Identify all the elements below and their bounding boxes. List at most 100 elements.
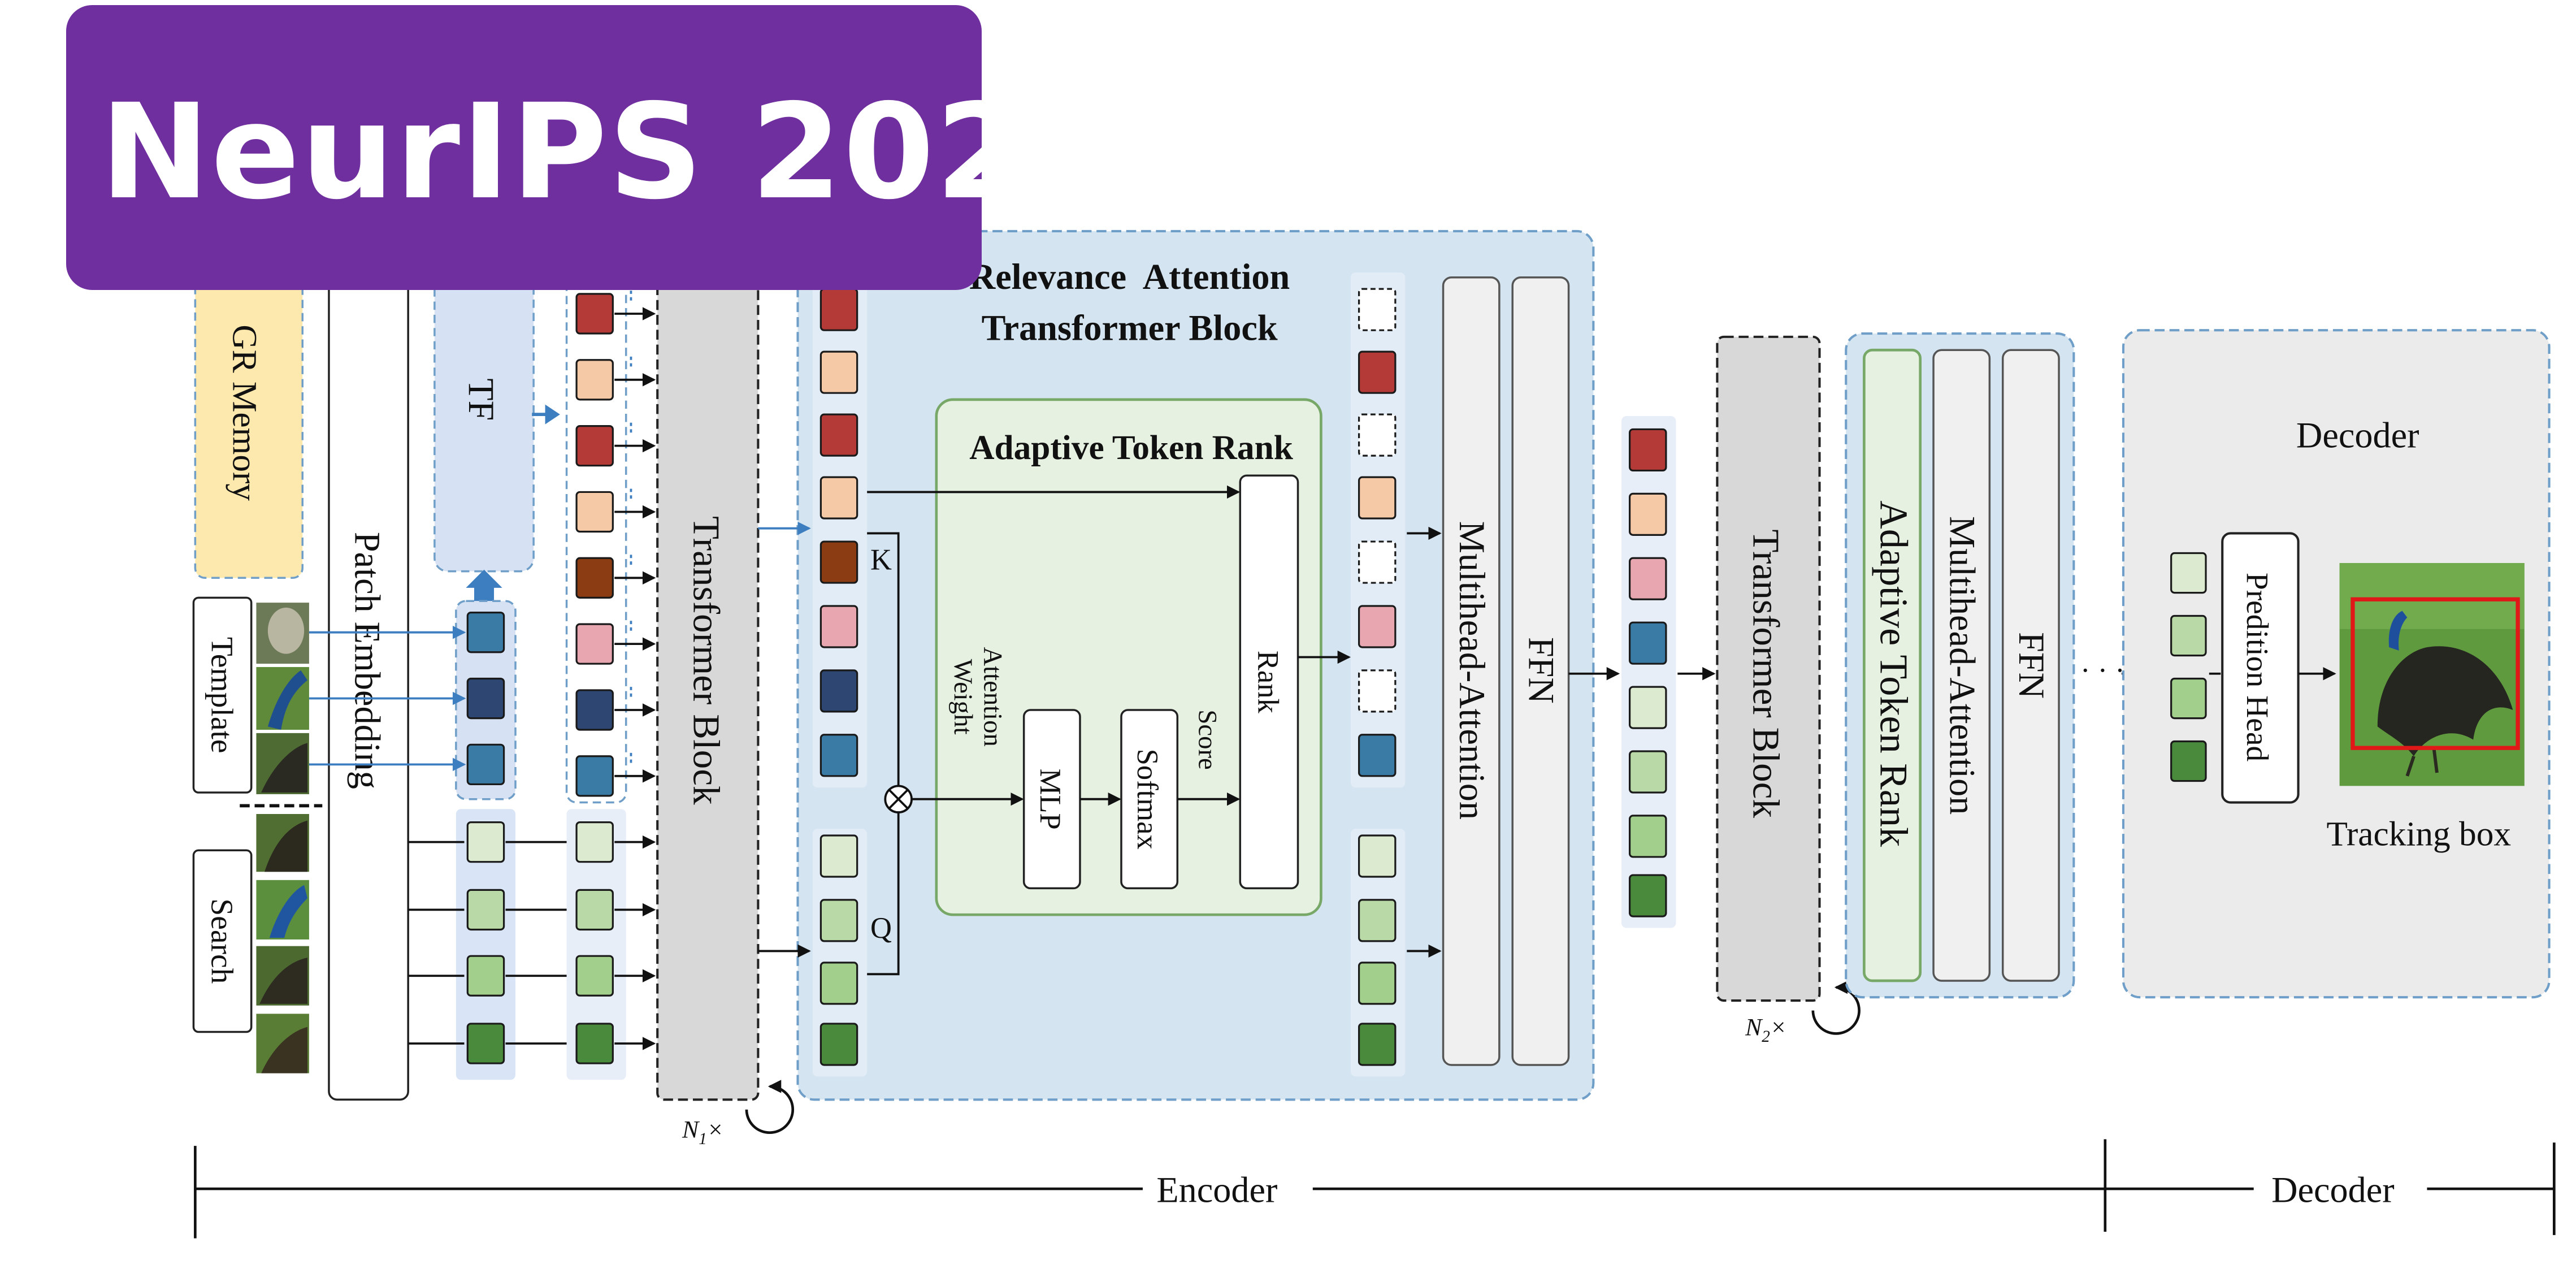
template-token-2 bbox=[466, 677, 505, 720]
decoder-tokens bbox=[2170, 552, 2207, 782]
tracking-box-label: Tracking box bbox=[2327, 815, 2512, 853]
output-token-1 bbox=[1629, 428, 1667, 472]
n1-label: N1× bbox=[682, 1116, 723, 1148]
rat-input-token-5 bbox=[819, 540, 858, 584]
rat-input-token-7 bbox=[819, 669, 858, 713]
multihead-attention-2-box bbox=[1932, 349, 1991, 982]
pruned-token-5 bbox=[1358, 540, 1397, 584]
tf-label: TF bbox=[461, 378, 501, 421]
pruned-token-1 bbox=[1358, 288, 1397, 331]
ffn-label: FFN bbox=[1521, 637, 1561, 704]
attention-weight-label-line1: Attention bbox=[978, 647, 1008, 746]
token-col2-7 bbox=[575, 689, 614, 731]
attention-weight-label-line2: Weight bbox=[948, 659, 978, 735]
decoder-box bbox=[2122, 329, 2551, 999]
transformer-block-2-box bbox=[1716, 335, 1821, 1002]
score-label: Score bbox=[1192, 709, 1222, 769]
token-col2-8 bbox=[575, 755, 614, 797]
transformer-block-2-label: Transformer Block bbox=[1745, 529, 1788, 818]
output-token-3 bbox=[1629, 557, 1667, 600]
template-patches bbox=[256, 603, 309, 794]
token-col2-1 bbox=[575, 293, 614, 335]
gr-memory-label: GR Memory bbox=[225, 324, 264, 501]
rat-title-line2: Transformer Block bbox=[982, 308, 1278, 348]
tf-up-arrow bbox=[466, 569, 502, 601]
rat-input-token-10 bbox=[819, 899, 858, 942]
rat-input-token-4 bbox=[819, 476, 858, 519]
ranked-token-bg bbox=[1350, 272, 1406, 788]
search-token-4 bbox=[466, 1023, 505, 1064]
rat-input-token-3 bbox=[819, 413, 858, 457]
output-token-5 bbox=[1629, 686, 1667, 729]
ffn-2-label: FFN bbox=[2011, 632, 2052, 699]
ranked-token-12 bbox=[1358, 1023, 1397, 1066]
token-col2-4 bbox=[575, 491, 614, 533]
decoder-axis-label: Decoder bbox=[2271, 1170, 2395, 1210]
ranked-query-token-bg bbox=[1350, 829, 1406, 1077]
ranked-token-6 bbox=[1358, 605, 1397, 648]
tf-right-arrow bbox=[532, 404, 560, 425]
ranked-token-2 bbox=[1358, 350, 1397, 394]
conference-badge-text: NeurIPS 2023 bbox=[100, 76, 1121, 228]
tracking-box-rect bbox=[2351, 597, 2520, 750]
output-token-bg bbox=[1621, 416, 1676, 928]
mlp-label: MLP bbox=[1034, 769, 1066, 830]
multihead-attention-2-label: Multihead-Attention bbox=[1942, 516, 1982, 815]
search-token-1 bbox=[466, 821, 505, 863]
rat-input-token-bg bbox=[812, 272, 868, 788]
ffn-2-box bbox=[2001, 349, 2060, 982]
multihead-attention-box bbox=[1442, 276, 1501, 1066]
token-col2-11 bbox=[575, 955, 614, 997]
output-token-7 bbox=[1629, 815, 1667, 858]
transformer-block-box bbox=[656, 246, 760, 1101]
output-token-4 bbox=[1629, 621, 1667, 665]
prediction-head-box bbox=[2221, 532, 2300, 804]
kq-connectors bbox=[867, 485, 1442, 976]
token-col2-3 bbox=[575, 425, 614, 467]
multihead-attention-label: Multihead-Attention bbox=[1452, 521, 1492, 820]
pruned-token-3 bbox=[1358, 413, 1397, 457]
template-label-box bbox=[192, 596, 253, 794]
ffn-box bbox=[1511, 276, 1570, 1066]
rat-input-token-1 bbox=[819, 288, 858, 331]
token-column-1 bbox=[309, 612, 575, 1064]
template-label: Template bbox=[205, 637, 239, 754]
decoder-token-1 bbox=[2170, 552, 2207, 594]
token-col2-6 bbox=[575, 623, 614, 665]
output-token-8 bbox=[1629, 874, 1667, 917]
token-column-2-search-bg bbox=[566, 809, 626, 1080]
rat-input-tokens bbox=[758, 288, 858, 1066]
token-column-2 bbox=[575, 287, 656, 1064]
rat-input-token-2 bbox=[819, 350, 858, 394]
encoder-decoder-axis bbox=[194, 1139, 2556, 1239]
ranked-token-10 bbox=[1358, 899, 1397, 942]
atr-vertical-box bbox=[1863, 348, 1922, 982]
ranked-token-9 bbox=[1358, 834, 1397, 878]
q-label: Q bbox=[870, 912, 892, 945]
ranked-tokens bbox=[1358, 288, 1397, 1066]
token-col2-12 bbox=[575, 1023, 614, 1064]
encoder-axis-label: Encoder bbox=[1156, 1170, 1277, 1210]
transformer-block-label: Transformer Block bbox=[685, 516, 727, 805]
token-col2-10 bbox=[575, 889, 614, 931]
ranked-token-8 bbox=[1358, 734, 1397, 777]
decoder-token-4 bbox=[2170, 740, 2207, 782]
template-token-3 bbox=[466, 743, 505, 786]
n2-label: N2× bbox=[1745, 1014, 1786, 1046]
output-tokens bbox=[1629, 428, 1667, 917]
rat-input-token-9 bbox=[819, 834, 858, 878]
k-label: K bbox=[870, 544, 892, 577]
ranked-token-4 bbox=[1358, 476, 1397, 519]
search-patches bbox=[256, 813, 309, 1073]
search-label-box bbox=[192, 849, 253, 1033]
rat-input-token-12 bbox=[819, 1023, 858, 1066]
output-token-2 bbox=[1629, 492, 1667, 536]
n2-loop bbox=[1811, 981, 1861, 1035]
output-token-6 bbox=[1629, 750, 1667, 794]
decoder-token-2 bbox=[2170, 614, 2207, 657]
ranked-token-11 bbox=[1358, 962, 1397, 1005]
softmax-label: Softmax bbox=[1131, 749, 1164, 850]
conference-badge: NeurIPS 2023 bbox=[66, 5, 1119, 290]
search-token-2 bbox=[466, 889, 505, 931]
